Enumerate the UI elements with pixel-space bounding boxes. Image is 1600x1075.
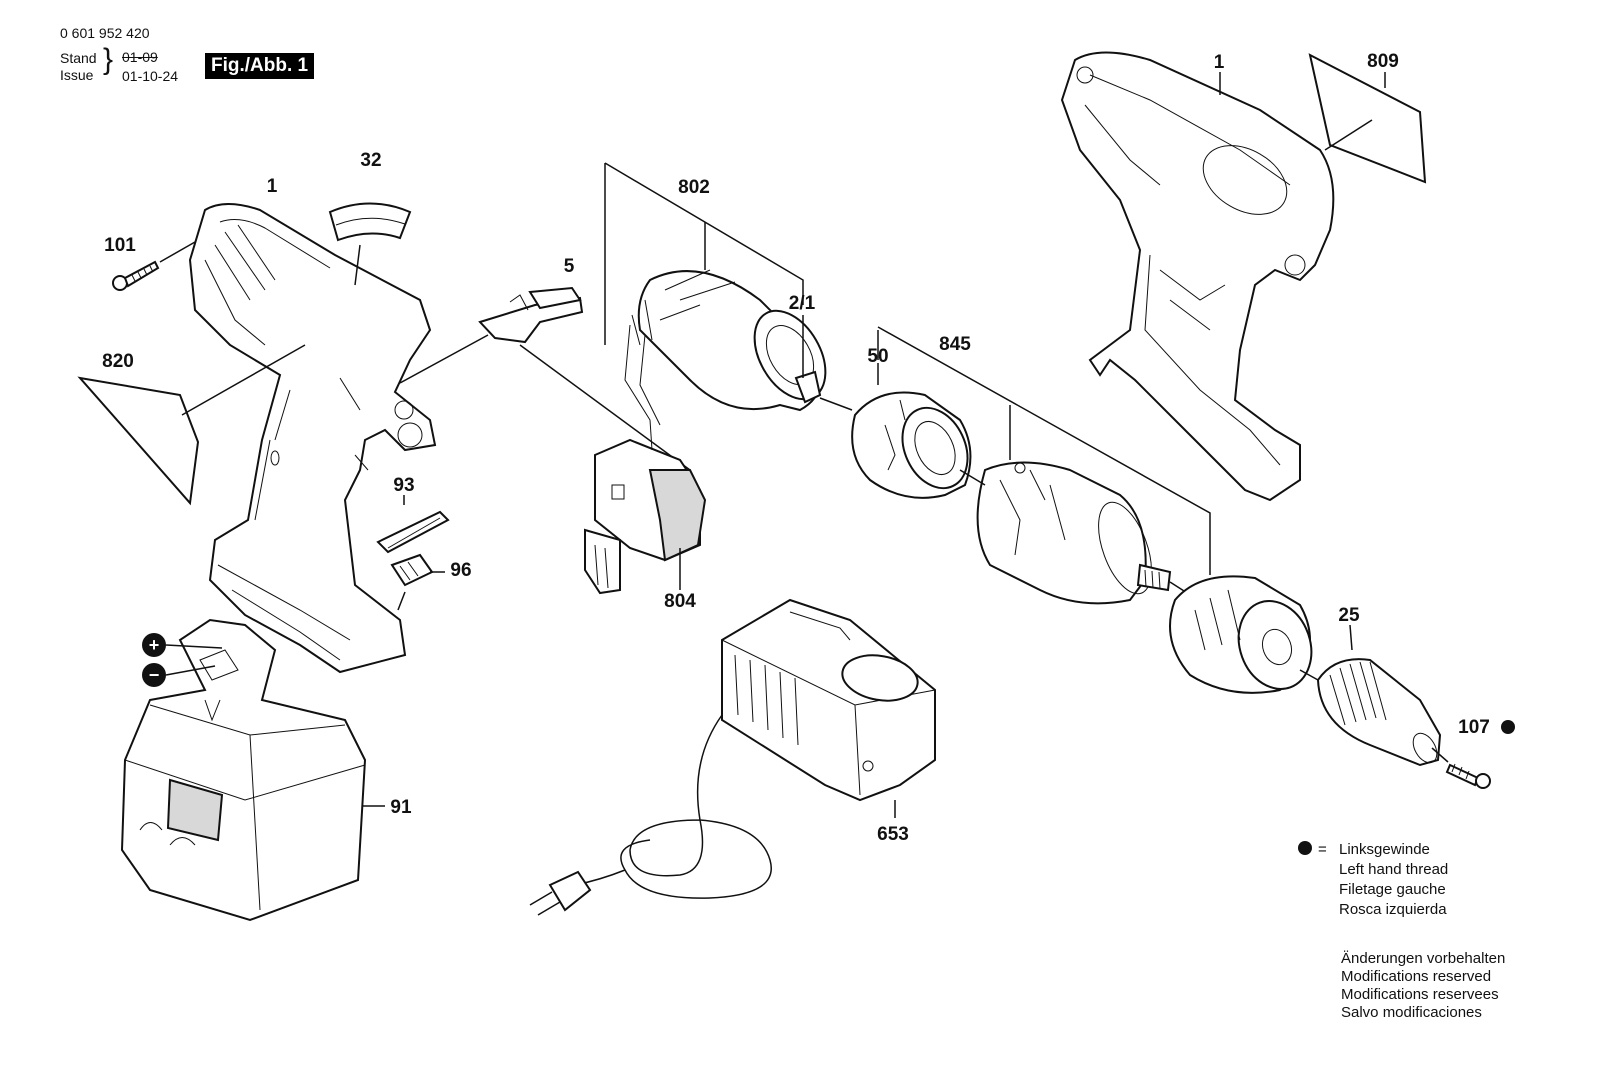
callout-32: 32 [360,150,381,171]
callout-1-left: 1 [267,176,278,197]
figure-title: Fig./Abb. 1 [205,53,315,79]
callout-5: 5 [564,256,575,277]
label-plate-820 [77,376,200,506]
callout-96: 96 [450,560,471,581]
charger-653 [721,598,936,802]
notice-line: Modifications reserved [1341,968,1492,985]
legend-line: Filetage gauche [1339,881,1446,898]
minus-terminal-marker: − [142,663,166,687]
clutch-collar [1169,575,1313,694]
switch-804 [584,324,707,595]
legend-line: Rosca izquierda [1339,901,1447,918]
callout-91: 91 [390,797,412,818]
callout-820: 820 [102,351,134,372]
notice-line: Änderungen vorbehalten [1341,950,1506,967]
legend-equals: = [1318,841,1327,858]
label-plate-809 [1308,53,1427,184]
callout-107: 107 [1458,717,1490,738]
legend-bullet [1298,841,1312,855]
stand-label: Stand [60,50,97,66]
callout-802: 802 [678,177,710,198]
left-hand-thread-marker-107 [1501,720,1515,734]
switch-insert-5 [478,286,584,344]
screw-107 [1445,763,1491,789]
gear-ring-50 [851,391,972,499]
callout-93: 93 [393,475,414,496]
svg-text:−: − [149,665,160,685]
callout-845: 845 [939,334,971,355]
chuck-25 [1316,658,1442,767]
revision-brace: } [103,43,114,76]
notice-line: Salvo modificaciones [1341,1004,1482,1021]
battery-pack-91 [120,618,367,922]
plus-terminal-marker: + [142,633,166,657]
housing-half-left [188,203,437,674]
callout-2-1: 2/1 [789,293,816,314]
motor-802 [631,269,827,412]
notice-line: Modifications reservees [1341,986,1499,1003]
housing-half-right [1060,51,1335,502]
callout-653: 653 [877,824,909,845]
callout-1-right: 1 [1214,52,1225,73]
legend-line: Left hand thread [1339,861,1449,878]
screw-101 [112,260,160,291]
callout-101: 101 [104,235,136,256]
callout-50: 50 [867,346,888,367]
svg-text:+: + [149,635,160,655]
power-cord [574,714,772,899]
issue-value: 01-10-24 [122,68,179,84]
clip-96 [390,553,434,587]
callout-25: 25 [1338,605,1360,626]
document-number: 0 601 952 420 [60,25,150,41]
legend-line: Linksgewinde [1339,841,1430,858]
stand-value: 01-09 [122,49,158,65]
issue-label: Issue [60,67,94,83]
gearbox-unit [976,461,1172,605]
power-plug [529,870,592,916]
callout-804: 804 [664,591,696,612]
button-32 [328,202,412,242]
insert-93 [376,510,450,554]
callout-809: 809 [1367,51,1399,72]
